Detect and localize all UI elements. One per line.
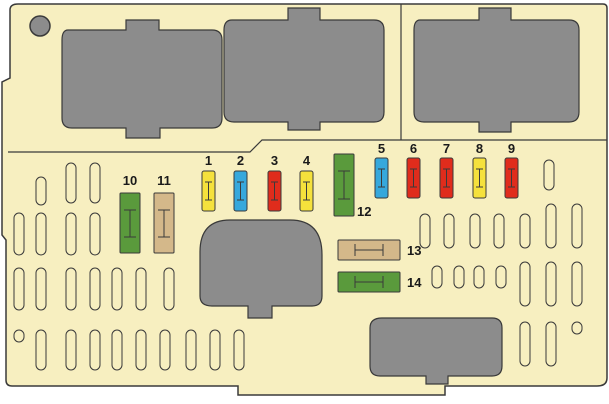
fuse-element — [443, 168, 450, 188]
fuse-7: 7 — [439, 141, 454, 199]
empty-slot — [495, 265, 507, 289]
empty-slot — [543, 159, 555, 191]
empty-slot — [135, 267, 147, 311]
empty-slot — [469, 213, 481, 249]
empty-slot — [233, 329, 245, 371]
fuse-label: 10 — [123, 173, 137, 188]
fuse-label: 11 — [157, 173, 171, 188]
fuse-element — [205, 181, 212, 201]
relay-block — [199, 219, 323, 319]
fuse-element — [476, 168, 483, 188]
fuse-element — [158, 209, 170, 238]
empty-slot — [209, 329, 221, 371]
empty-slot — [571, 203, 583, 249]
relay-block — [61, 19, 223, 139]
fuse-label: 12 — [357, 204, 371, 219]
empty-slot — [13, 329, 25, 343]
fuse-label: 3 — [271, 153, 278, 168]
fuse-element — [354, 244, 384, 256]
relay-block — [369, 317, 503, 385]
empty-slot — [159, 329, 171, 371]
empty-slot — [13, 212, 25, 256]
empty-slot — [89, 267, 101, 311]
fuse-element — [410, 168, 417, 188]
empty-slot — [163, 267, 175, 311]
empty-slot — [453, 265, 465, 289]
fuse-5: 5 — [374, 141, 389, 199]
empty-slot — [89, 212, 101, 256]
fuse-11: 11 — [153, 173, 175, 254]
empty-slot — [571, 321, 583, 335]
fuse-12: 12 — [333, 153, 371, 219]
relay-block — [223, 7, 385, 131]
empty-slot — [65, 162, 77, 204]
empty-slot — [431, 265, 443, 289]
empty-slot — [571, 261, 583, 307]
empty-slot — [135, 329, 147, 371]
empty-slot — [65, 329, 77, 371]
fuse-3: 3 — [267, 153, 282, 212]
empty-slot — [35, 329, 47, 371]
fuse-label: 5 — [378, 141, 385, 156]
fuse-label: 8 — [476, 141, 483, 156]
fuse-6: 6 — [406, 141, 421, 199]
fuse-label: 6 — [410, 141, 417, 156]
relay-blocks — [61, 7, 580, 385]
fuse-13: 13 — [337, 239, 421, 261]
fuse-label: 13 — [407, 243, 421, 258]
empty-slot — [545, 203, 557, 249]
empty-slot — [35, 267, 47, 311]
fuse-label: 2 — [237, 153, 244, 168]
fuse-element — [237, 181, 244, 201]
fuse-14: 14 — [337, 271, 422, 293]
empty-slot — [519, 213, 531, 249]
empty-slot — [89, 329, 101, 371]
fuse-element — [338, 170, 350, 200]
fuse-1: 1 — [201, 153, 216, 212]
empty-slot — [519, 321, 531, 367]
fuse-label: 1 — [205, 153, 212, 168]
fuse-element — [303, 181, 310, 201]
fuse-9: 9 — [504, 141, 519, 199]
mounting-hole — [29, 15, 51, 37]
relay-block — [413, 7, 580, 133]
fuse-label: 9 — [508, 141, 515, 156]
fuse-label: 4 — [303, 153, 311, 168]
fuse-element — [271, 181, 278, 201]
empty-slot — [111, 329, 123, 371]
empty-slot — [65, 267, 77, 311]
panel-dividers — [8, 4, 607, 153]
empty-slot — [35, 212, 47, 256]
fuse-element — [508, 168, 515, 188]
empty-slot-group — [13, 159, 583, 371]
fuse-label: 14 — [407, 275, 422, 290]
empty-slot — [493, 213, 505, 249]
empty-slot — [545, 261, 557, 307]
fuse-2: 2 — [233, 153, 248, 212]
empty-slot — [473, 265, 485, 289]
empty-slot — [519, 261, 531, 307]
empty-slot — [13, 267, 25, 311]
empty-slot — [65, 212, 77, 256]
empty-slot — [545, 321, 557, 367]
fuse-8: 8 — [472, 141, 487, 199]
empty-slot — [35, 176, 47, 206]
fuse-4: 4 — [299, 153, 314, 212]
empty-slot — [111, 267, 123, 311]
fuse-10: 10 — [119, 173, 141, 254]
empty-slot — [89, 162, 101, 204]
empty-slot — [443, 213, 455, 249]
empty-slot — [185, 329, 197, 371]
empty-slot — [419, 213, 431, 249]
fuse-label: 7 — [443, 141, 450, 156]
fuse-element — [124, 209, 136, 238]
fuse-element — [378, 168, 385, 188]
fuse-element — [354, 276, 384, 288]
